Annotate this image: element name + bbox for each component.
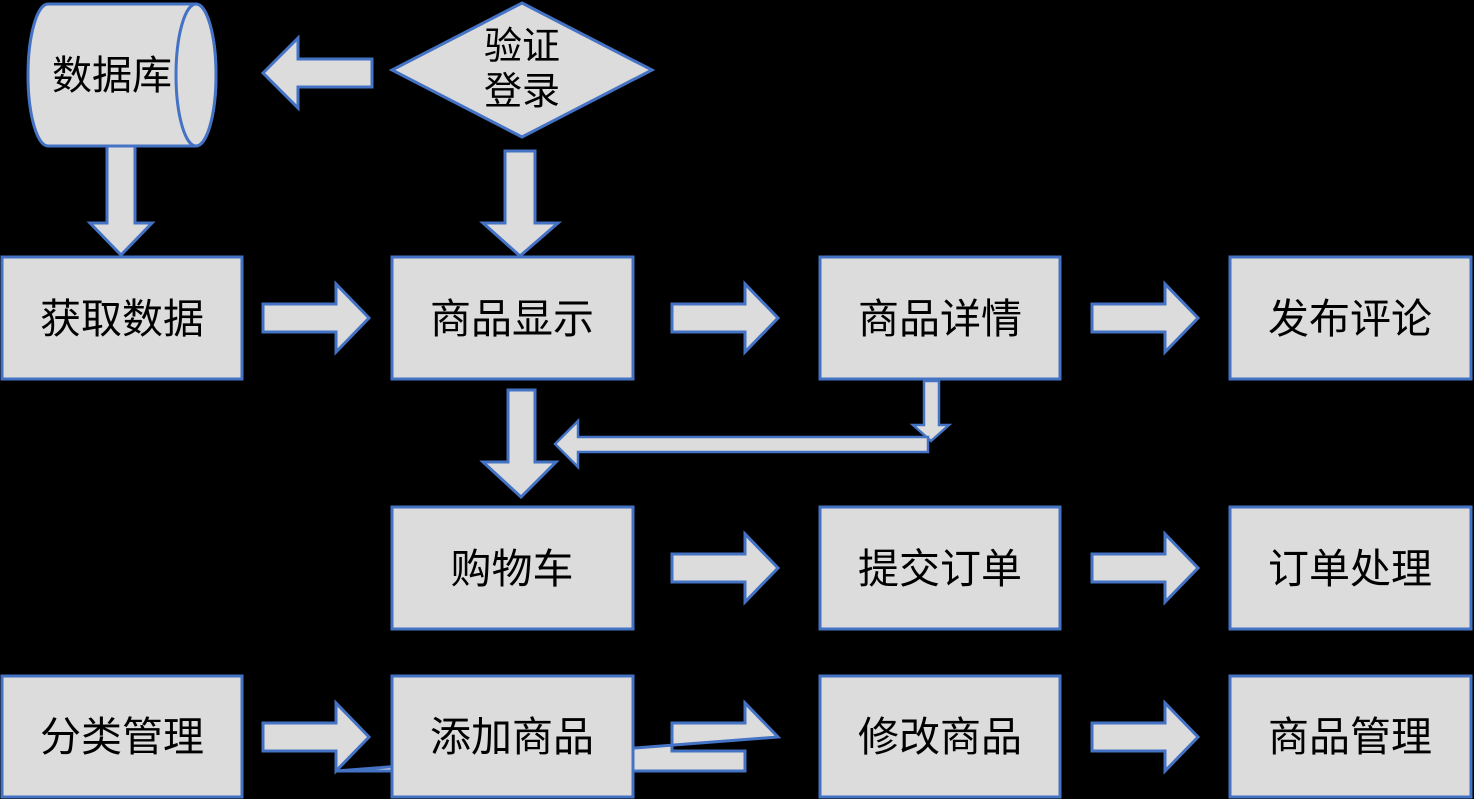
modify-product-label: 修改商品 <box>858 714 1022 760</box>
product-display-label: 商品显示 <box>430 296 594 342</box>
verify-login-diamond <box>388 1 656 139</box>
category-mgmt-label: 分类管理 <box>40 714 204 760</box>
order-processing-label: 订单处理 <box>1268 546 1432 592</box>
order-processing-box <box>1228 505 1473 631</box>
arrow-modify-product-to-product-mgmt <box>1090 699 1201 775</box>
get-data-label: 获取数据 <box>40 296 204 342</box>
database-cylinder-cap <box>174 2 218 148</box>
node-add-product: 添加商品 <box>390 674 635 799</box>
cart-label: 购物车 <box>451 546 574 592</box>
arrow-product-display-to-cart <box>479 388 560 500</box>
post-comment-label: 发布评论 <box>1268 296 1432 342</box>
category-mgmt-box <box>0 674 244 799</box>
arrow-product-display-to-product-detail <box>670 280 781 356</box>
node-submit-order: 提交订单 <box>818 505 1062 631</box>
submit-order-box <box>818 505 1062 631</box>
arrow-cart-to-submit-order <box>670 530 781 606</box>
post-comment-box <box>1228 255 1473 381</box>
product-detail-box <box>818 255 1062 381</box>
arrow-product-detail-to-post-comment <box>1090 280 1201 356</box>
product-mgmt-label: 商品管理 <box>1268 714 1432 760</box>
modify-product-box <box>818 674 1062 799</box>
arrow-submit-order-to-order-processing <box>1090 530 1201 606</box>
product-display-box <box>390 255 635 381</box>
node-database: 数据库 <box>26 2 218 148</box>
node-verify-login: 验证 登录 <box>388 1 656 139</box>
arrow-category-mgmt-to-add-product <box>261 699 372 775</box>
arrow-add-product-to-modify-product <box>335 699 782 773</box>
verify-login-label-line1: 验证 <box>484 26 560 68</box>
arrow-get-data-to-product-display <box>261 280 372 356</box>
node-product-detail: 商品详情 <box>818 255 1062 381</box>
arrow-verify-login-to-database <box>260 34 374 112</box>
connector-product-detail-to-cart-arrow <box>553 417 930 471</box>
node-post-comment: 发布评论 <box>1228 255 1473 381</box>
arrow-database-to-get-data <box>86 144 156 258</box>
verify-login-label-line2: 登录 <box>484 71 560 113</box>
node-product-display: 商品显示 <box>390 255 635 381</box>
node-cart: 购物车 <box>390 505 635 631</box>
node-modify-product: 修改商品 <box>818 674 1062 799</box>
cart-box <box>390 505 635 631</box>
add-product-label: 添加商品 <box>430 714 594 760</box>
product-detail-label: 商品详情 <box>858 296 1022 342</box>
product-mgmt-box <box>1228 674 1473 799</box>
node-category-mgmt: 分类管理 <box>0 674 244 799</box>
connector-product-detail-down-arrow <box>909 379 953 443</box>
get-data-box <box>0 255 244 381</box>
database-label: 数据库 <box>52 54 172 98</box>
submit-order-label: 提交订单 <box>858 546 1022 592</box>
node-order-processing: 订单处理 <box>1228 505 1473 631</box>
node-product-mgmt: 商品管理 <box>1228 674 1473 799</box>
add-product-box <box>390 674 635 799</box>
arrow-verify-login-to-product-display <box>479 149 563 258</box>
node-get-data: 获取数据 <box>0 255 244 381</box>
